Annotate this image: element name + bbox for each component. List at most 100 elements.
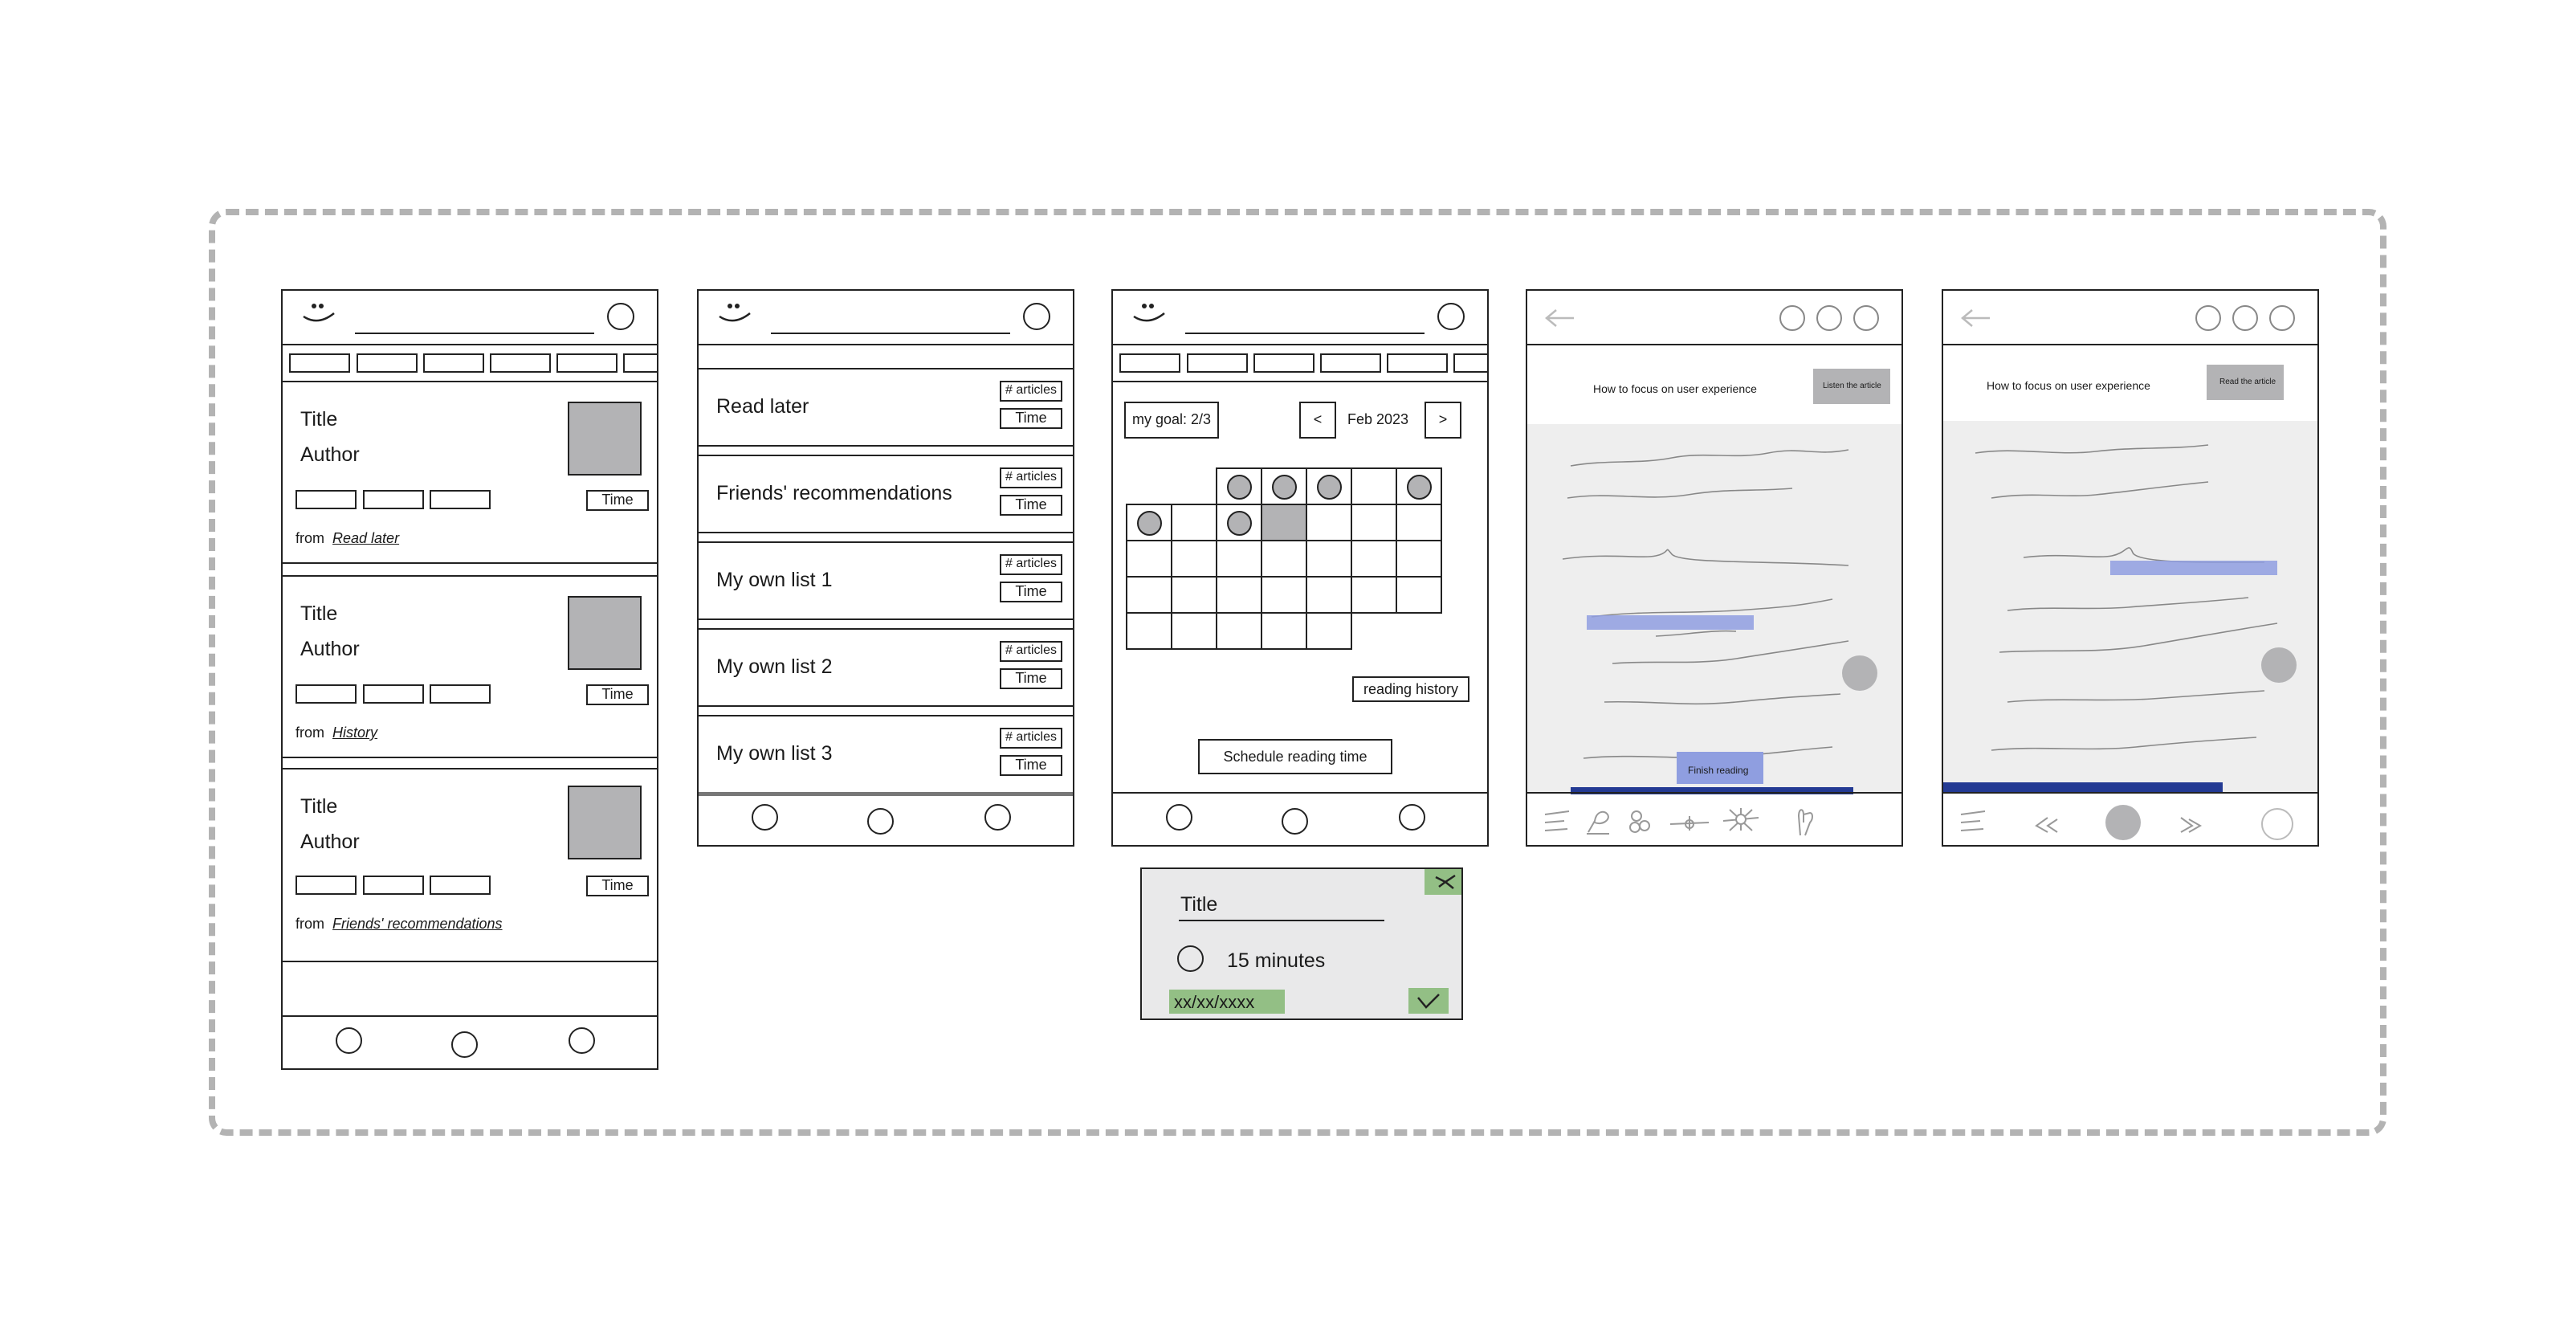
bookmark-icon[interactable] <box>2195 305 2221 331</box>
play-pause-icon[interactable] <box>2105 805 2141 840</box>
list-item[interactable]: Read later # articles Time <box>699 369 1073 445</box>
audio-play-icon[interactable] <box>1842 655 1877 691</box>
filter-tab-2[interactable] <box>1187 353 1248 373</box>
tag-chip[interactable] <box>296 876 357 895</box>
profile-icon[interactable] <box>1437 303 1465 330</box>
text-scribbles <box>1975 444 2278 751</box>
popup-title[interactable]: Title <box>1180 893 1218 916</box>
share-icon[interactable] <box>1816 305 1842 331</box>
close-icon <box>1435 874 1456 889</box>
filter-tab-1[interactable] <box>289 353 350 373</box>
source-link[interactable]: History <box>332 725 378 741</box>
nav-calendar-icon[interactable] <box>1399 804 1425 831</box>
check-icon <box>1417 994 1440 1009</box>
back-arrow-icon[interactable] <box>1959 308 1991 328</box>
nav-lists-icon[interactable] <box>867 808 894 835</box>
nav-home-icon[interactable] <box>336 1027 362 1054</box>
fast-forward-icon[interactable] <box>2176 814 2203 835</box>
filter-tab-4[interactable] <box>490 353 551 373</box>
confirm-button[interactable] <box>1408 988 1449 1014</box>
text-scribbles <box>1562 449 1849 759</box>
nav-calendar-icon[interactable] <box>984 804 1011 831</box>
tool-menu-icon[interactable] <box>1543 810 1571 834</box>
read-article-button[interactable]: Read the article <box>2207 365 2284 400</box>
list-item[interactable]: My own list 2 # articles Time <box>699 630 1073 705</box>
tool-shapes-icon[interactable] <box>1628 808 1651 834</box>
tag-chip[interactable] <box>363 876 424 895</box>
next-month-button[interactable]: > <box>1425 402 1461 439</box>
list-item[interactable]: My own list 3 # articles Time <box>699 716 1073 792</box>
schedule-reading-button[interactable]: Schedule reading time <box>1198 739 1392 774</box>
filter-tab-6[interactable] <box>1453 353 1487 373</box>
article-author: Author <box>300 443 360 466</box>
tag-chip[interactable] <box>296 490 357 509</box>
article-count-badge: # articles <box>1000 728 1062 749</box>
nav-home-icon[interactable] <box>752 804 778 831</box>
reading-history-button[interactable]: reading history <box>1352 676 1469 702</box>
title-underline <box>1179 920 1384 921</box>
filter-tab-3[interactable] <box>423 353 484 373</box>
filter-tab-2[interactable] <box>357 353 418 373</box>
tag-chip[interactable] <box>296 684 357 704</box>
prev-month-button[interactable]: < <box>1299 402 1336 439</box>
canvas-dashed-frame <box>209 209 2386 1136</box>
article-body <box>1527 424 1901 792</box>
filter-tab-1[interactable] <box>1119 353 1180 373</box>
tag-chip[interactable] <box>430 684 491 704</box>
article-card[interactable]: Title Author Time from Friends' recommen… <box>283 769 657 949</box>
nav-calendar-icon[interactable] <box>569 1027 595 1054</box>
tool-brightness-icon[interactable] <box>1720 805 1762 835</box>
tag-chip[interactable] <box>363 684 424 704</box>
listen-article-button[interactable]: Listen the article <box>1813 369 1890 404</box>
source-link[interactable]: Read later <box>332 530 400 546</box>
filter-tab-3[interactable] <box>1253 353 1314 373</box>
share-icon[interactable] <box>2232 305 2258 331</box>
source-link[interactable]: Friends' recommendations <box>332 916 503 932</box>
nav-lists-icon[interactable] <box>1282 808 1308 835</box>
profile-icon[interactable] <box>607 303 634 330</box>
playlist-icon[interactable] <box>1959 810 1987 834</box>
article-card[interactable]: Title Author Time from Read later <box>283 382 657 562</box>
lists-screen: Read later # articles Time Friends' reco… <box>697 289 1074 847</box>
filter-tab-5[interactable] <box>1387 353 1448 373</box>
filter-tab-6[interactable] <box>623 353 657 373</box>
filter-tab-5[interactable] <box>556 353 618 373</box>
search-input[interactable] <box>771 333 1010 334</box>
article-thumbnail <box>568 786 642 859</box>
month-label: Feb 2023 <box>1347 411 1409 427</box>
search-input[interactable] <box>355 333 594 334</box>
date-field[interactable]: xx/xx/xxxx <box>1169 990 1285 1014</box>
reader-screen-reading: How to focus on user experience Listen t… <box>1526 289 1903 847</box>
rewind-icon[interactable] <box>2033 814 2060 835</box>
bookmark-icon[interactable] <box>1779 305 1805 331</box>
duration-radio[interactable] <box>1177 945 1204 972</box>
audio-play-icon[interactable] <box>2261 647 2297 683</box>
article-author: Author <box>300 831 360 853</box>
article-card[interactable]: Title Author Time from History <box>283 577 657 757</box>
article-count-badge: # articles <box>1000 381 1062 402</box>
back-arrow-icon[interactable] <box>1543 308 1575 328</box>
tool-text-size-icon[interactable] <box>1669 811 1710 834</box>
tool-gesture-icon[interactable] <box>1792 805 1816 837</box>
tag-chip[interactable] <box>430 876 491 895</box>
article-count-badge: # articles <box>1000 641 1062 662</box>
tag-chip[interactable] <box>363 490 424 509</box>
filter-tab-4[interactable] <box>1320 353 1381 373</box>
article-thumbnail <box>568 596 642 670</box>
list-item[interactable]: My own list 1 # articles Time <box>699 543 1073 618</box>
tool-pen-icon[interactable] <box>1585 805 1612 835</box>
profile-icon[interactable] <box>1023 303 1050 330</box>
list-item[interactable]: Friends' recommendations # articles Time <box>699 456 1073 532</box>
speed-icon[interactable] <box>2261 808 2293 840</box>
menu-icon[interactable] <box>1853 305 1879 331</box>
nav-home-icon[interactable] <box>1166 804 1192 831</box>
close-button[interactable] <box>1425 869 1461 895</box>
finish-reading-button[interactable]: Finish reading <box>1677 752 1763 784</box>
article-title: How to focus on user experience <box>1987 379 2150 392</box>
time-badge: Time <box>586 684 649 705</box>
menu-icon[interactable] <box>2269 305 2295 331</box>
search-input[interactable] <box>1185 333 1425 334</box>
nav-lists-icon[interactable] <box>451 1031 478 1058</box>
tag-chip[interactable] <box>430 490 491 509</box>
article-title: Title <box>300 602 338 625</box>
